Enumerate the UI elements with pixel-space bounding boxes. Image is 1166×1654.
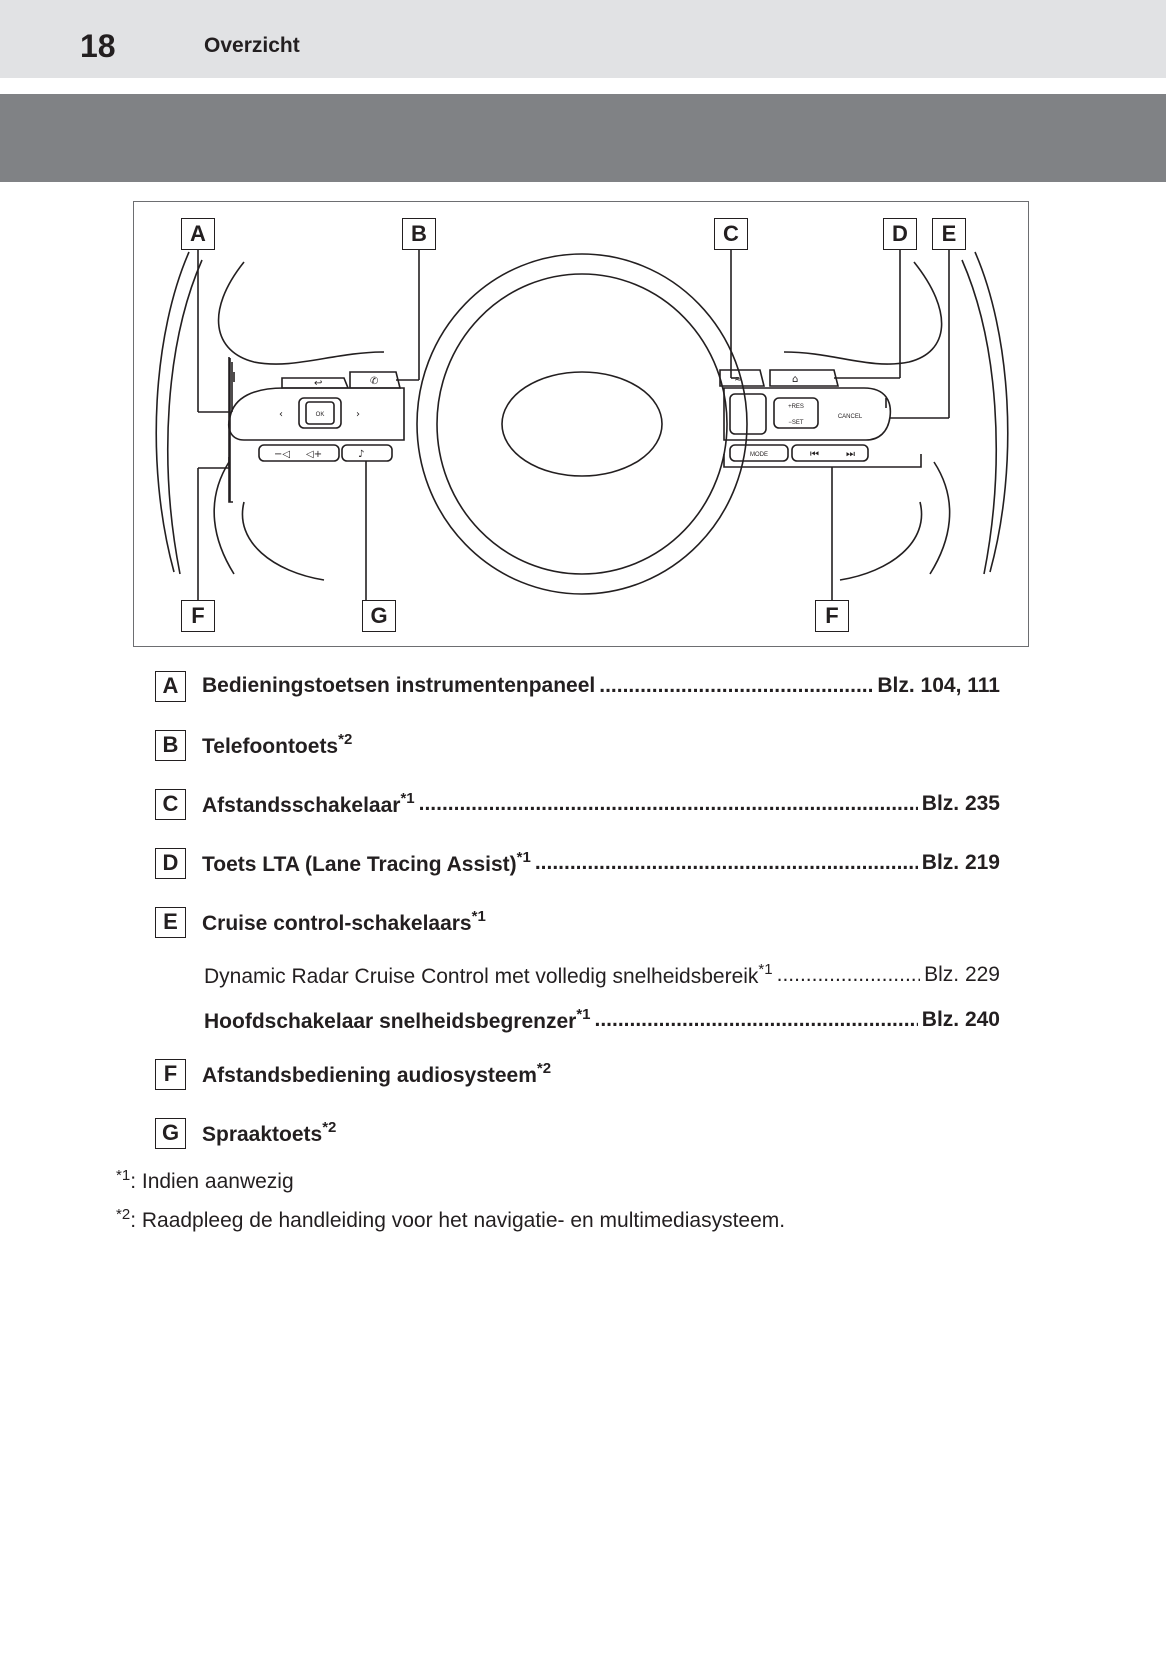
- footnote-marker: *1: [471, 908, 486, 925]
- chevron-left-icon: ‹: [279, 409, 283, 420]
- legend-item-b: B Telefoontoets*2: [155, 728, 1000, 762]
- legend-letter: A: [155, 670, 186, 702]
- leader-dots: ........................................…: [776, 963, 921, 986]
- footnote-marker: *1: [400, 790, 415, 807]
- steering-wheel-illustration: OK +RES −SET CANCEL MODE ‹ › ↩ ✆ −◁ ◁+ ♪…: [155, 250, 1009, 600]
- legend-item-a: A Bedieningstoetsen instrumentenpaneel .…: [155, 669, 1000, 703]
- footnote-marker: *1: [758, 961, 773, 978]
- next-track-icon: ⏭: [846, 449, 855, 460]
- footnote-marker: *2: [322, 1119, 337, 1136]
- legend-label: Afstandsbediening audiosysteem*2: [202, 1060, 552, 1087]
- callout-f-right: F: [815, 600, 849, 632]
- legend-item-c: C Afstandsschakelaar*1 .................…: [155, 787, 1000, 821]
- footnote-marker: *2: [116, 1206, 131, 1223]
- lta-icon: ⌂: [792, 374, 798, 385]
- mode-button-label: MODE: [750, 452, 768, 458]
- set-button-label: −SET: [788, 420, 804, 426]
- sub-item-dynamic-radar: Dynamic Radar Cruise Control met volledi…: [204, 958, 1000, 992]
- legend-letter: C: [155, 788, 186, 820]
- legend-label: Afstandsschakelaar*1: [202, 790, 415, 817]
- page-reference: Blz. 240: [921, 1008, 1000, 1031]
- voice-icon: ♪: [358, 449, 364, 460]
- footnote-text: : Indien aanwezig: [130, 1170, 294, 1193]
- section-title: Overzicht: [204, 34, 300, 57]
- legend-item-f: F Afstandsbediening audiosysteem*2: [155, 1057, 1000, 1091]
- legend-label: Bedieningstoetsen instrumentenpaneel: [202, 674, 596, 697]
- footnote-marker: *1: [576, 1006, 591, 1023]
- sub-item-speed-limiter: Hoofdschakelaar snelheidsbegrenzer*1 ...…: [204, 1003, 1000, 1037]
- ok-button-label: OK: [316, 412, 325, 418]
- phone-icon: ✆: [370, 376, 378, 387]
- page-reference: Blz. 219: [921, 851, 1000, 874]
- footnote-marker: *1: [116, 1167, 131, 1184]
- legend-letter: B: [155, 729, 186, 761]
- legend-item-g: G Spraaktoets*2: [155, 1116, 1000, 1150]
- leader-dots: ........................................…: [418, 792, 918, 815]
- previous-track-icon: ⏮: [810, 449, 819, 460]
- callout-c: C: [714, 218, 748, 250]
- leader-dots: ........................................…: [599, 674, 874, 697]
- sub-item-label: Dynamic Radar Cruise Control met volledi…: [204, 961, 773, 988]
- cancel-button-label: CANCEL: [838, 414, 863, 420]
- legend-letter: D: [155, 847, 186, 879]
- footnote-marker: *2: [338, 731, 353, 748]
- footnote-marker: *1: [516, 849, 531, 866]
- page-header: 18 Overzicht: [0, 0, 1166, 78]
- legend-item-d: D Toets LTA (Lane Tracing Assist)*1 ....…: [155, 846, 1000, 880]
- res-button-label: +RES: [788, 404, 804, 410]
- leader-dots: ........................................…: [594, 1008, 918, 1031]
- callout-a: A: [181, 218, 215, 250]
- page-reference: Blz. 229: [924, 963, 1000, 986]
- legend-label: Telefoontoets*2: [202, 731, 353, 758]
- legend-item-e: E Cruise control-schakelaars*1: [155, 905, 1000, 939]
- footnote-marker: *2: [536, 1060, 552, 1077]
- callout-f-left: F: [181, 600, 215, 632]
- back-icon: ↩: [314, 378, 322, 389]
- volume-down-icon: −◁: [274, 449, 290, 460]
- header-band: [0, 94, 1166, 182]
- steering-wheel-figure: OK +RES −SET CANCEL MODE ‹ › ↩ ✆ −◁ ◁+ ♪…: [133, 201, 1029, 647]
- callout-d: D: [883, 218, 917, 250]
- legend-label: Cruise control-schakelaars*1: [202, 908, 486, 935]
- leader-dots: ........................................…: [534, 851, 918, 874]
- legend-label: Toets LTA (Lane Tracing Assist)*1: [202, 849, 531, 876]
- page-reference: Blz. 235: [921, 792, 1000, 815]
- callout-e: E: [932, 218, 966, 250]
- legend-letter: E: [155, 906, 186, 938]
- footnote-2: *2: Raadpleeg de handleiding voor het na…: [116, 1206, 785, 1233]
- legend-letter: F: [155, 1058, 186, 1090]
- volume-up-icon: ◁+: [306, 449, 322, 460]
- sub-item-label: Hoofdschakelaar snelheidsbegrenzer*1: [204, 1006, 591, 1033]
- callout-g: G: [362, 600, 396, 632]
- page-number: 18: [80, 28, 116, 64]
- chevron-right-icon: ›: [356, 409, 360, 420]
- footnote-1: *1: Indien aanwezig: [116, 1167, 294, 1194]
- callout-b: B: [402, 218, 436, 250]
- legend-label: Spraaktoets*2: [202, 1119, 337, 1146]
- footnote-text: : Raadpleeg de handleiding voor het navi…: [130, 1209, 786, 1232]
- distance-icon: ≈: [734, 374, 742, 385]
- legend-letter: G: [155, 1117, 186, 1149]
- page-reference: Blz. 104, 111: [877, 674, 1000, 697]
